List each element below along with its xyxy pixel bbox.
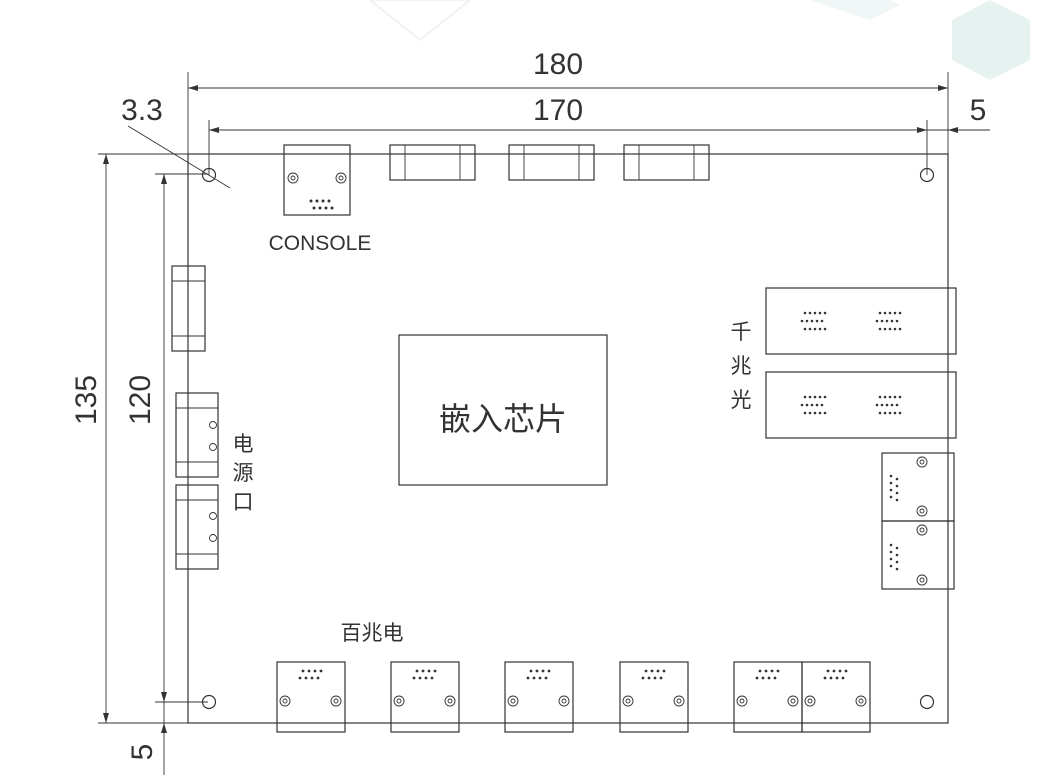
- dim-width-total-text: 180: [533, 48, 583, 81]
- dim-height-total-text: 135: [70, 375, 103, 425]
- rj45-port: [733, 661, 803, 733]
- left-connector: [171, 265, 206, 352]
- dim-hole-offset: 3.3: [121, 94, 231, 189]
- console-label: CONSOLE: [269, 232, 372, 255]
- rj45-port: [619, 661, 689, 733]
- dim-edge-bottom-text: 5: [126, 744, 159, 761]
- dim-width-holes-text: 170: [533, 94, 583, 127]
- dim-width-total: 180: [187, 48, 949, 154]
- dim-height-holes-text: 120: [124, 375, 157, 425]
- dim-hole-offset-text: 3.3: [121, 94, 163, 127]
- top-connector: [623, 144, 710, 181]
- mounting-hole: [919, 694, 935, 710]
- rj45-port: [801, 661, 871, 733]
- fast-ethernet-label: 百兆电: [341, 621, 404, 645]
- top-connector: [389, 144, 476, 181]
- dim-edge-right: 5: [927, 94, 990, 133]
- fiber-label-char: 千: [731, 320, 752, 344]
- power-label-char: 口: [233, 490, 254, 514]
- dim-edge-right-text: 5: [970, 94, 987, 127]
- mounting-holes: [201, 167, 935, 710]
- console-port: [283, 144, 351, 216]
- fiber-label-char: 光: [731, 388, 752, 412]
- rj45-port: [276, 661, 346, 733]
- fiber-port: [765, 371, 957, 439]
- power-port-upper: [175, 392, 219, 478]
- power-port-lower: [175, 484, 219, 570]
- fiber-port: [765, 287, 957, 355]
- embedded-chip: [398, 334, 608, 486]
- mounting-hole: [201, 167, 217, 183]
- chip-label: 嵌入芯片: [439, 400, 567, 438]
- power-label-char: 源: [233, 461, 254, 485]
- dim-width-holes: 170: [208, 94, 928, 175]
- dim-height-holes: 120: [124, 173, 208, 703]
- right-rj45-port: [881, 452, 955, 522]
- right-rj45-port: [881, 520, 955, 590]
- rj45-port: [390, 661, 460, 733]
- mounting-hole: [201, 694, 217, 710]
- fiber-label-char: 兆: [731, 354, 752, 378]
- dim-height-total: 135: [70, 153, 188, 724]
- background-hexagons: [368, 0, 1030, 80]
- top-connector: [508, 144, 595, 181]
- mounting-hole: [919, 167, 935, 183]
- rj45-port: [504, 661, 574, 733]
- power-label-char: 电: [233, 432, 254, 456]
- dim-edge-bottom: 5: [126, 702, 167, 775]
